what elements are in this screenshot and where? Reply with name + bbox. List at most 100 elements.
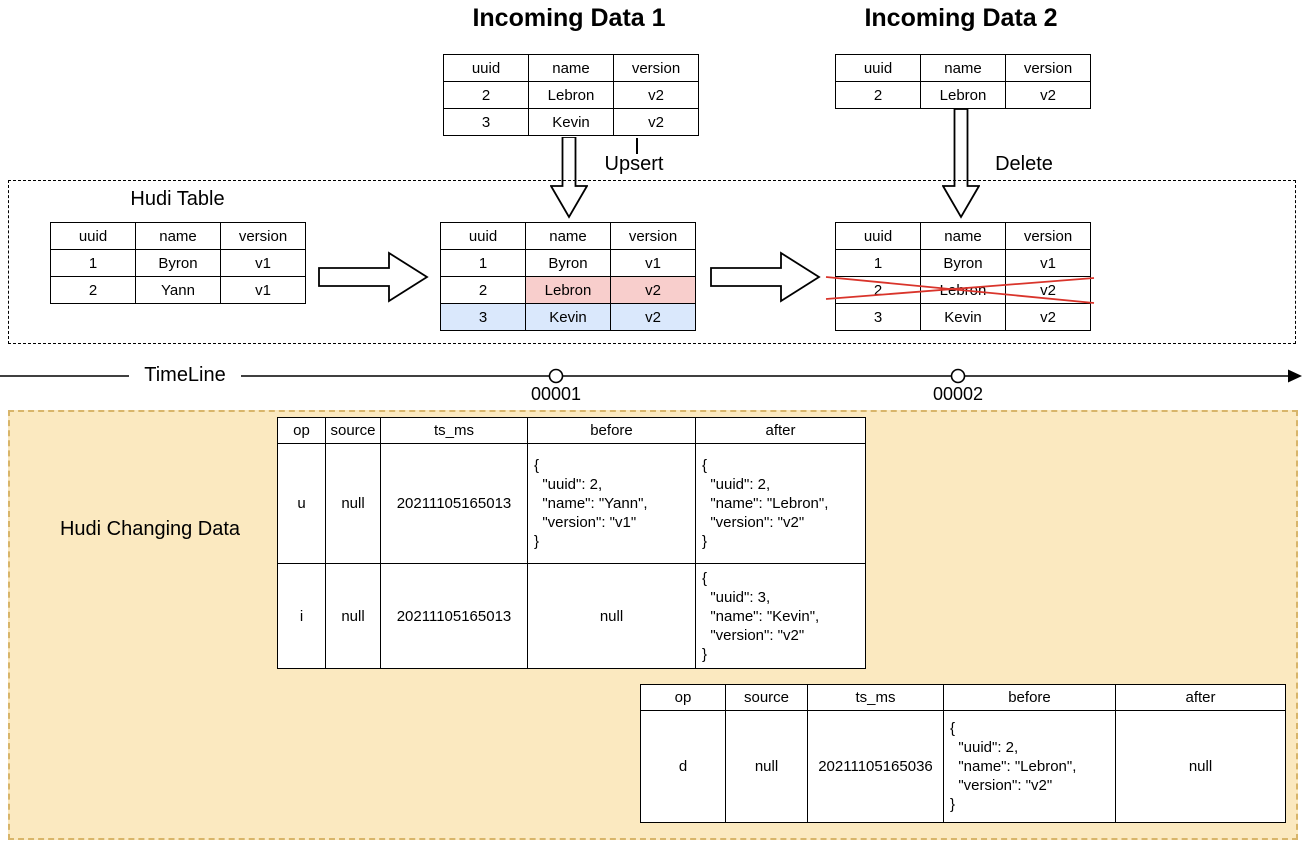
cell-version: v2 bbox=[1005, 81, 1091, 109]
col-header-uuid: uuid bbox=[440, 222, 526, 250]
hudi-table-label: Hudi Table bbox=[130, 188, 225, 210]
col-header-op: op bbox=[640, 684, 726, 711]
col-header-version: version bbox=[1005, 222, 1091, 250]
cell-name: Byron bbox=[135, 249, 221, 277]
cell-ts-ms: 20211105165013 bbox=[380, 443, 528, 564]
cell-uuid: 2 bbox=[835, 276, 921, 304]
cell-version-updated: v2 bbox=[610, 276, 696, 304]
table-header-row: uuid name version bbox=[443, 54, 699, 82]
col-header-name: name bbox=[135, 222, 221, 250]
col-header-uuid: uuid bbox=[443, 54, 529, 82]
col-header-ts-ms: ts_ms bbox=[807, 684, 944, 711]
cdc-table-commit-2: op source ts_ms before after d null 2021… bbox=[640, 684, 1286, 823]
cell-uuid: 2 bbox=[835, 81, 921, 109]
cdc-table-commit-1: op source ts_ms before after u null 2021… bbox=[277, 417, 866, 669]
cell-uuid-inserted: 3 bbox=[440, 303, 526, 331]
cdc-row-delete: d null 20211105165036 { "uuid": 2, "name… bbox=[640, 710, 1286, 823]
col-header-uuid: uuid bbox=[835, 222, 921, 250]
table-row-updated: 2 Lebron v2 bbox=[440, 276, 696, 304]
cell-name: Kevin bbox=[920, 303, 1006, 331]
table-row: 2 Lebron v2 bbox=[835, 81, 1091, 109]
col-header-before: before bbox=[943, 684, 1116, 711]
table-header-row: op source ts_ms before after bbox=[277, 417, 866, 444]
hudi-after-upsert-table: uuid name version 1 Byron v1 2 Lebron v2… bbox=[440, 222, 696, 331]
cell-ts-ms: 20211105165013 bbox=[380, 563, 528, 669]
right-block-arrow-icon bbox=[318, 251, 429, 303]
col-header-name: name bbox=[528, 54, 614, 82]
cell-version: v1 bbox=[220, 276, 306, 304]
cell-name: Byron bbox=[525, 249, 611, 277]
cell-uuid: 2 bbox=[440, 276, 526, 304]
delete-cross-icon bbox=[825, 276, 1095, 304]
col-header-after: after bbox=[695, 417, 866, 444]
hudi-after-delete-table: uuid name version 1 Byron v1 2 Lebron v2… bbox=[835, 222, 1091, 331]
cell-uuid: 3 bbox=[835, 303, 921, 331]
timeline-marker-00001: 00001 bbox=[530, 384, 582, 404]
col-header-source: source bbox=[325, 417, 381, 444]
hudi-changing-data-label: Hudi Changing Data bbox=[59, 518, 241, 540]
col-header-after: after bbox=[1115, 684, 1286, 711]
cell-uuid: 3 bbox=[443, 108, 529, 136]
cell-uuid: 2 bbox=[443, 81, 529, 109]
cell-version: v1 bbox=[610, 249, 696, 277]
col-header-op: op bbox=[277, 417, 326, 444]
table-row: 1 Byron v1 bbox=[50, 249, 306, 277]
col-header-name: name bbox=[525, 222, 611, 250]
cell-op: d bbox=[640, 710, 726, 823]
table-header-row: uuid name version bbox=[440, 222, 696, 250]
cell-ts-ms: 20211105165036 bbox=[807, 710, 944, 823]
cell-source: null bbox=[325, 563, 381, 669]
cell-after-json: { "uuid": 2, "name": "Lebron", "version"… bbox=[695, 443, 866, 564]
incoming-data-1-table: uuid name version 2 Lebron v2 3 Kevin v2 bbox=[443, 54, 699, 136]
cell-source: null bbox=[725, 710, 808, 823]
col-header-source: source bbox=[725, 684, 808, 711]
timeline-label: TimeLine bbox=[144, 364, 226, 386]
cell-uuid: 1 bbox=[440, 249, 526, 277]
cell-before-json: { "uuid": 2, "name": "Yann", "version": … bbox=[527, 443, 696, 564]
table-row: 2 Lebron v2 bbox=[443, 81, 699, 109]
col-header-name: name bbox=[920, 54, 1006, 82]
cell-after-null: null bbox=[1115, 710, 1286, 823]
cell-uuid: 1 bbox=[50, 249, 136, 277]
col-header-version: version bbox=[220, 222, 306, 250]
col-header-ts-ms: ts_ms bbox=[380, 417, 528, 444]
cell-version: v2 bbox=[613, 81, 699, 109]
cell-version: v2 bbox=[613, 108, 699, 136]
upsert-label: Upsert bbox=[604, 153, 664, 175]
delete-down-arrow-icon bbox=[942, 109, 980, 219]
cell-name: Lebron bbox=[528, 81, 614, 109]
col-header-version: version bbox=[610, 222, 696, 250]
incoming-data-2-title: Incoming Data 2 bbox=[864, 4, 1058, 32]
cdc-row-insert: i null 20211105165013 null { "uuid": 3, … bbox=[277, 563, 866, 669]
incoming-data-2-table: uuid name version 2 Lebron v2 bbox=[835, 54, 1091, 109]
cell-uuid: 2 bbox=[50, 276, 136, 304]
cell-name: Yann bbox=[135, 276, 221, 304]
cell-after-json: { "uuid": 3, "name": "Kevin", "version":… bbox=[695, 563, 866, 669]
cell-source: null bbox=[325, 443, 381, 564]
table-row: 3 Kevin v2 bbox=[443, 108, 699, 136]
table-row-inserted: 3 Kevin v2 bbox=[440, 303, 696, 331]
cell-before-null: null bbox=[527, 563, 696, 669]
table-header-row: uuid name version bbox=[835, 54, 1091, 82]
col-header-version: version bbox=[613, 54, 699, 82]
table-header-row: op source ts_ms before after bbox=[640, 684, 1286, 711]
cell-op: u bbox=[277, 443, 326, 564]
cell-name: Byron bbox=[920, 249, 1006, 277]
col-header-before: before bbox=[527, 417, 696, 444]
cell-version: v2 bbox=[1005, 303, 1091, 331]
hudi-initial-table: uuid name version 1 Byron v1 2 Yann v1 bbox=[50, 222, 306, 304]
cell-uuid: 1 bbox=[835, 249, 921, 277]
cell-before-json: { "uuid": 2, "name": "Lebron", "version"… bbox=[943, 710, 1116, 823]
cell-name: Lebron bbox=[920, 81, 1006, 109]
delete-label: Delete bbox=[995, 153, 1053, 175]
timeline-axis bbox=[0, 368, 1302, 384]
timeline-marker-00002: 00002 bbox=[932, 384, 984, 404]
col-header-uuid: uuid bbox=[50, 222, 136, 250]
hudi-table-dashed-box bbox=[8, 180, 1296, 344]
cell-version: v1 bbox=[220, 249, 306, 277]
incoming-data-1-title: Incoming Data 1 bbox=[472, 4, 666, 32]
table-header-row: uuid name version bbox=[50, 222, 306, 250]
col-header-name: name bbox=[920, 222, 1006, 250]
right-block-arrow-icon bbox=[710, 251, 821, 303]
